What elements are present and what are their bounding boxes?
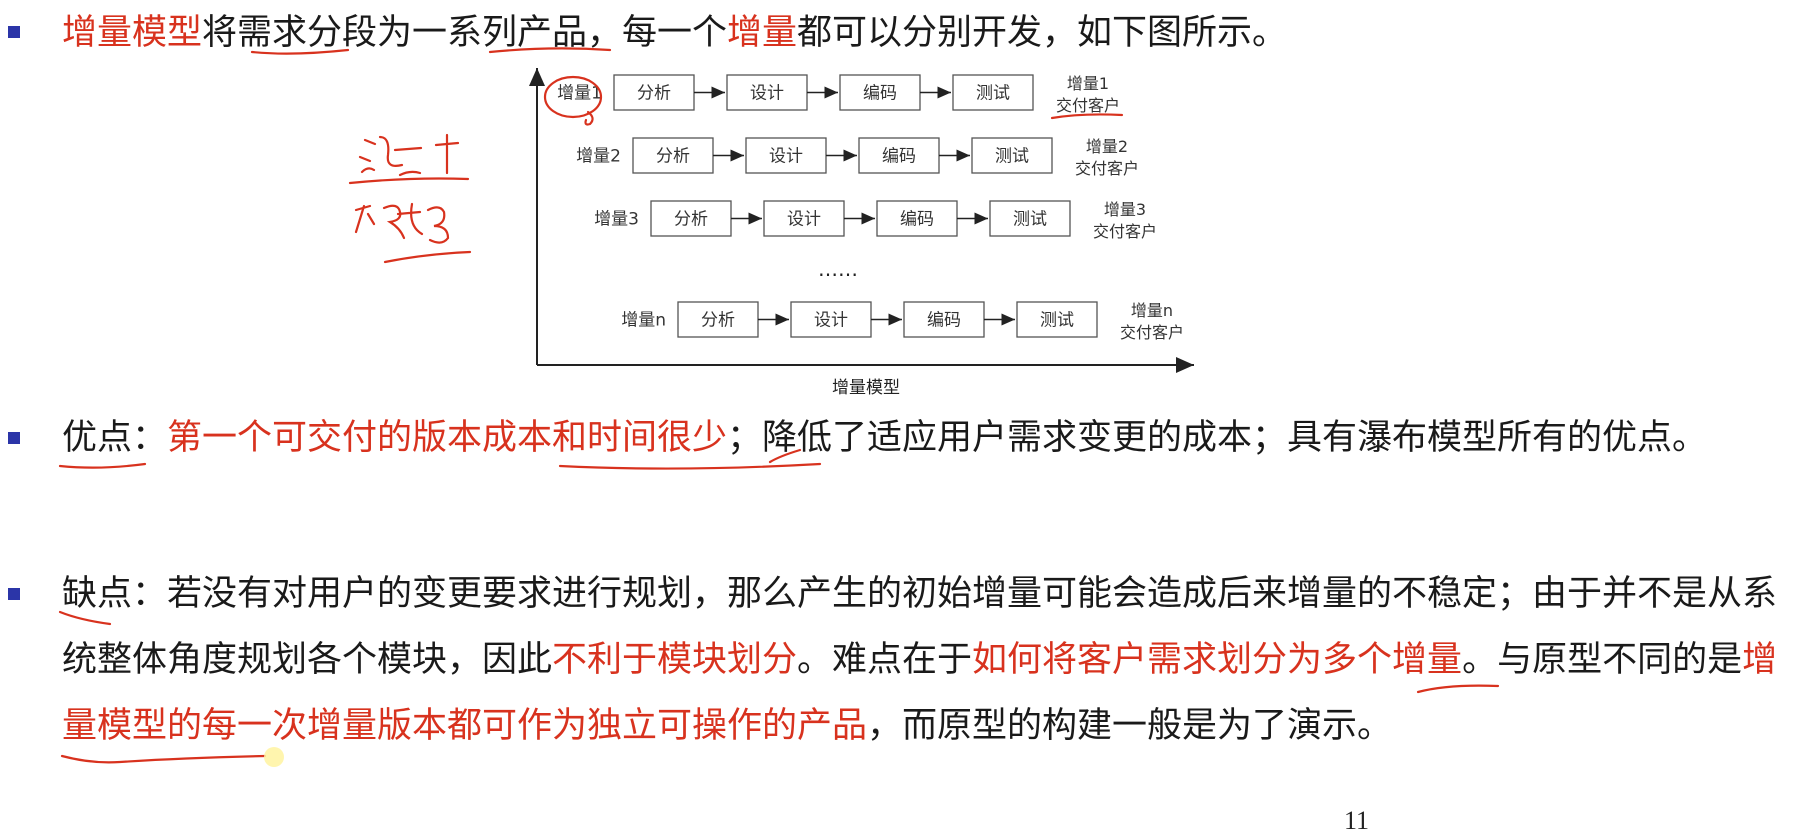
phase-box xyxy=(790,301,872,338)
adv-seg-1: 优点： xyxy=(62,418,168,458)
phase-label: 分析 xyxy=(656,147,690,167)
phase-label: 测试 xyxy=(976,84,1010,104)
phase-box xyxy=(989,200,1071,237)
phase-box xyxy=(952,74,1034,111)
row-label: 增量2 xyxy=(576,147,621,167)
phase-label: 编码 xyxy=(882,147,916,167)
deliver-label: 增量2 xyxy=(1086,137,1128,156)
adv-seg-3: ；降低了适应用户需求变更的成本；具有瀑布模型所有的优点。 xyxy=(727,418,1708,458)
page-number: 11 xyxy=(1344,806,1370,835)
adv-seg-2: 第一个可交付的版本成本和时间很少 xyxy=(167,418,728,458)
phase-label: 编码 xyxy=(900,210,934,230)
deliver-label: 交付客户 xyxy=(1075,159,1139,178)
hook-mark xyxy=(584,110,594,126)
phase-box xyxy=(677,301,759,338)
phase-box xyxy=(632,137,714,174)
scribble-design xyxy=(358,133,460,177)
ellipsis: …… xyxy=(818,257,858,281)
deliver-label: 交付客户 xyxy=(1120,323,1184,342)
intro-seg-3: 增量 xyxy=(727,13,798,53)
deliver-label: 交付客户 xyxy=(1093,222,1157,241)
dis-seg-1: 缺点：若没有对用户的变更要求进行规划，那么产生的初始增量可能会造成后来增量的不稳… xyxy=(62,574,1778,680)
dis-seg-6: 增量模型的每一次增量版本都可作为独立可操作的产品 xyxy=(62,640,1778,746)
row-label: 增量3 xyxy=(594,210,639,230)
phase-label: 分析 xyxy=(701,311,735,331)
underline-split xyxy=(1416,684,1500,694)
intro-paragraph: 增量模型将需求分段为一系列产品，每一个增量都可以分别开发，如下图所示。 xyxy=(62,0,1762,66)
row-label: 增量1 xyxy=(557,84,602,104)
row-label: 增量n xyxy=(621,311,666,331)
phase-box xyxy=(971,137,1053,174)
phase-label: 分析 xyxy=(637,84,671,104)
dis-seg-5: 。与原型不同的是 xyxy=(1462,640,1743,680)
phase-label: 设计 xyxy=(787,210,821,230)
phase-label: 测试 xyxy=(995,147,1029,167)
phase-box xyxy=(613,74,695,111)
phase-box xyxy=(726,74,808,111)
underline-advantage xyxy=(58,462,147,469)
phase-label: 测试 xyxy=(1040,311,1074,331)
disadvantages-paragraph: 缺点：若没有对用户的变更要求进行规划，那么产生的初始增量可能会造成后来增量的不稳… xyxy=(62,561,1782,759)
deliver-label: 增量3 xyxy=(1104,200,1146,219)
intro-seg-4: 都可以分别开发，如下图所示。 xyxy=(797,13,1288,53)
bullet-marker xyxy=(8,26,20,38)
scribble-no-code xyxy=(354,202,450,244)
underline-need xyxy=(250,48,350,55)
circle-annotation xyxy=(543,75,603,119)
phase-box xyxy=(1016,301,1098,338)
underline-series xyxy=(488,47,612,54)
phase-label: 设计 xyxy=(814,311,848,331)
bullet-marker xyxy=(8,588,20,600)
handwriting-annotations xyxy=(58,47,1500,764)
deliver-label: 增量n xyxy=(1131,301,1173,320)
phase-label: 设计 xyxy=(750,84,784,104)
scribble-underline-1 xyxy=(348,177,470,185)
cursor-dot xyxy=(264,747,284,767)
underline-adv-text xyxy=(558,448,822,470)
phase-box xyxy=(650,200,732,237)
phase-box xyxy=(858,137,940,174)
advantages-paragraph: 优点：第一个可交付的版本成本和时间很少；降低了适应用户需求变更的成本；具有瀑布模… xyxy=(62,405,1782,471)
phase-box xyxy=(745,137,827,174)
phase-label: 分析 xyxy=(674,210,708,230)
underline-deliver1 xyxy=(1050,113,1124,120)
phase-label: 测试 xyxy=(1013,210,1047,230)
dis-seg-3: 。难点在于 xyxy=(797,640,973,680)
underline-increment xyxy=(60,754,267,764)
dis-seg-4: 如何将客户需求划分为多个增量 xyxy=(972,640,1463,680)
phase-label: 编码 xyxy=(927,311,961,331)
deliver-label: 增量1 xyxy=(1067,74,1109,93)
dis-seg-2: 不利于模块划分 xyxy=(552,640,798,680)
dis-seg-7: ，而原型的构建一般是为了演示。 xyxy=(867,706,1393,746)
intro-seg-1: 增量模型 xyxy=(62,13,203,53)
bullet-marker xyxy=(8,432,20,444)
underline-disadv xyxy=(58,610,112,626)
scribble-underline-2 xyxy=(383,250,472,264)
phase-label: 设计 xyxy=(769,147,803,167)
phase-label: 编码 xyxy=(863,84,897,104)
intro-seg-2: 将需求分段为一系列产品，每一个 xyxy=(202,13,728,53)
deliver-label: 交付客户 xyxy=(1056,96,1120,115)
axis-label: 增量模型 xyxy=(832,378,900,398)
